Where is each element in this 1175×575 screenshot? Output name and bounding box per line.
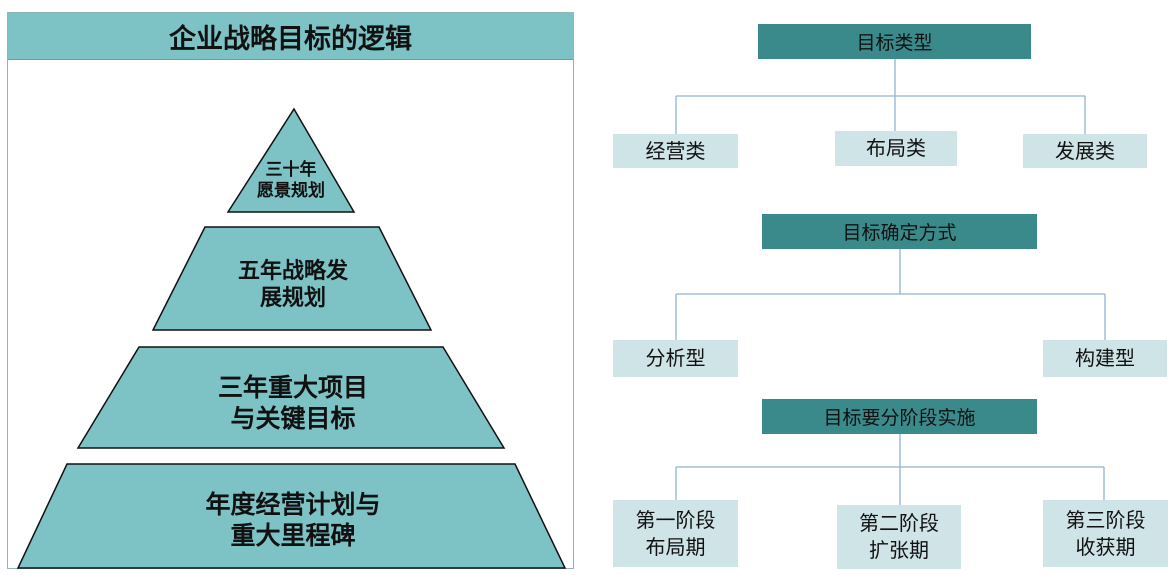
pyramid-tier-1-shape: [226, 107, 356, 213]
leaf-analytical: 分析型: [613, 340, 738, 377]
pyramid-tier-3-shape: [76, 346, 506, 449]
leaf-business-label: 经营类: [645, 138, 706, 163]
pyramid-panel: 企业战略目标的逻辑 三十年 愿景规划 五年战略发 展规划 三年重大项目 与关键目…: [7, 12, 574, 569]
tier-1-line1: 三十年: [265, 159, 317, 180]
leaf-constructive: 构建型: [1043, 340, 1167, 377]
leaf-phase-three-line2: 收获期: [1075, 534, 1136, 559]
leaf-phase-two: 第二阶段 扩张期: [837, 505, 961, 569]
pyramid-tier-4-shape: [16, 463, 567, 569]
leaf-business: 经营类: [613, 134, 738, 168]
leaf-layout-label: 布局类: [866, 136, 926, 160]
tier-3-line2: 与关键目标: [230, 404, 356, 433]
tier-2-line1: 五年战略发: [237, 258, 348, 284]
pyramid-graphic: [16, 107, 567, 569]
leaf-development-label: 发展类: [1055, 138, 1115, 163]
leaf-phase-one-line2: 布局期: [645, 534, 706, 559]
pyramid-tier-3-label: 三年重大项目 与关键目标: [118, 365, 468, 441]
pyramid-tier-4-label: 年度经营计划与 重大里程碑: [68, 480, 518, 560]
leaf-phase-two-line2: 扩张期: [869, 538, 929, 562]
leaf-phase-one-line1: 第一阶段: [635, 507, 716, 532]
tier-4-line1: 年度经营计划与: [205, 489, 381, 519]
tier-1-line2: 愿景规划: [257, 181, 325, 201]
pyramid-tier-2-shape: [151, 226, 433, 331]
tier-4-line2: 重大里程碑: [230, 521, 356, 550]
leaf-development: 发展类: [1023, 134, 1147, 168]
leaf-layout: 布局类: [835, 131, 957, 166]
leaf-constructive-label: 构建型: [1075, 346, 1135, 370]
pyramid-tier-2-label: 五年战略发 展规划: [168, 247, 418, 323]
leaf-phase-three-line1: 第三阶段: [1065, 507, 1146, 532]
heading-phased-implementation: 目标要分阶段实施: [762, 399, 1037, 434]
heading-determination-method: 目标确定方式: [762, 214, 1037, 249]
leaf-phase-one: 第一阶段 布局期: [613, 500, 738, 567]
heading-target-types: 目标类型: [758, 24, 1031, 59]
leaf-analytical-label: 分析型: [645, 346, 706, 370]
pyramid-tier-1-label: 三十年 愿景规划: [224, 151, 358, 211]
leaf-phase-two-line1: 第二阶段: [859, 511, 939, 535]
leaf-phase-three: 第三阶段 收获期: [1043, 500, 1168, 567]
pyramid-title: 企业战略目标的逻辑: [8, 13, 573, 60]
tier-2-line2: 展规划: [259, 286, 326, 311]
tier-3-line1: 三年重大项目: [217, 372, 368, 402]
